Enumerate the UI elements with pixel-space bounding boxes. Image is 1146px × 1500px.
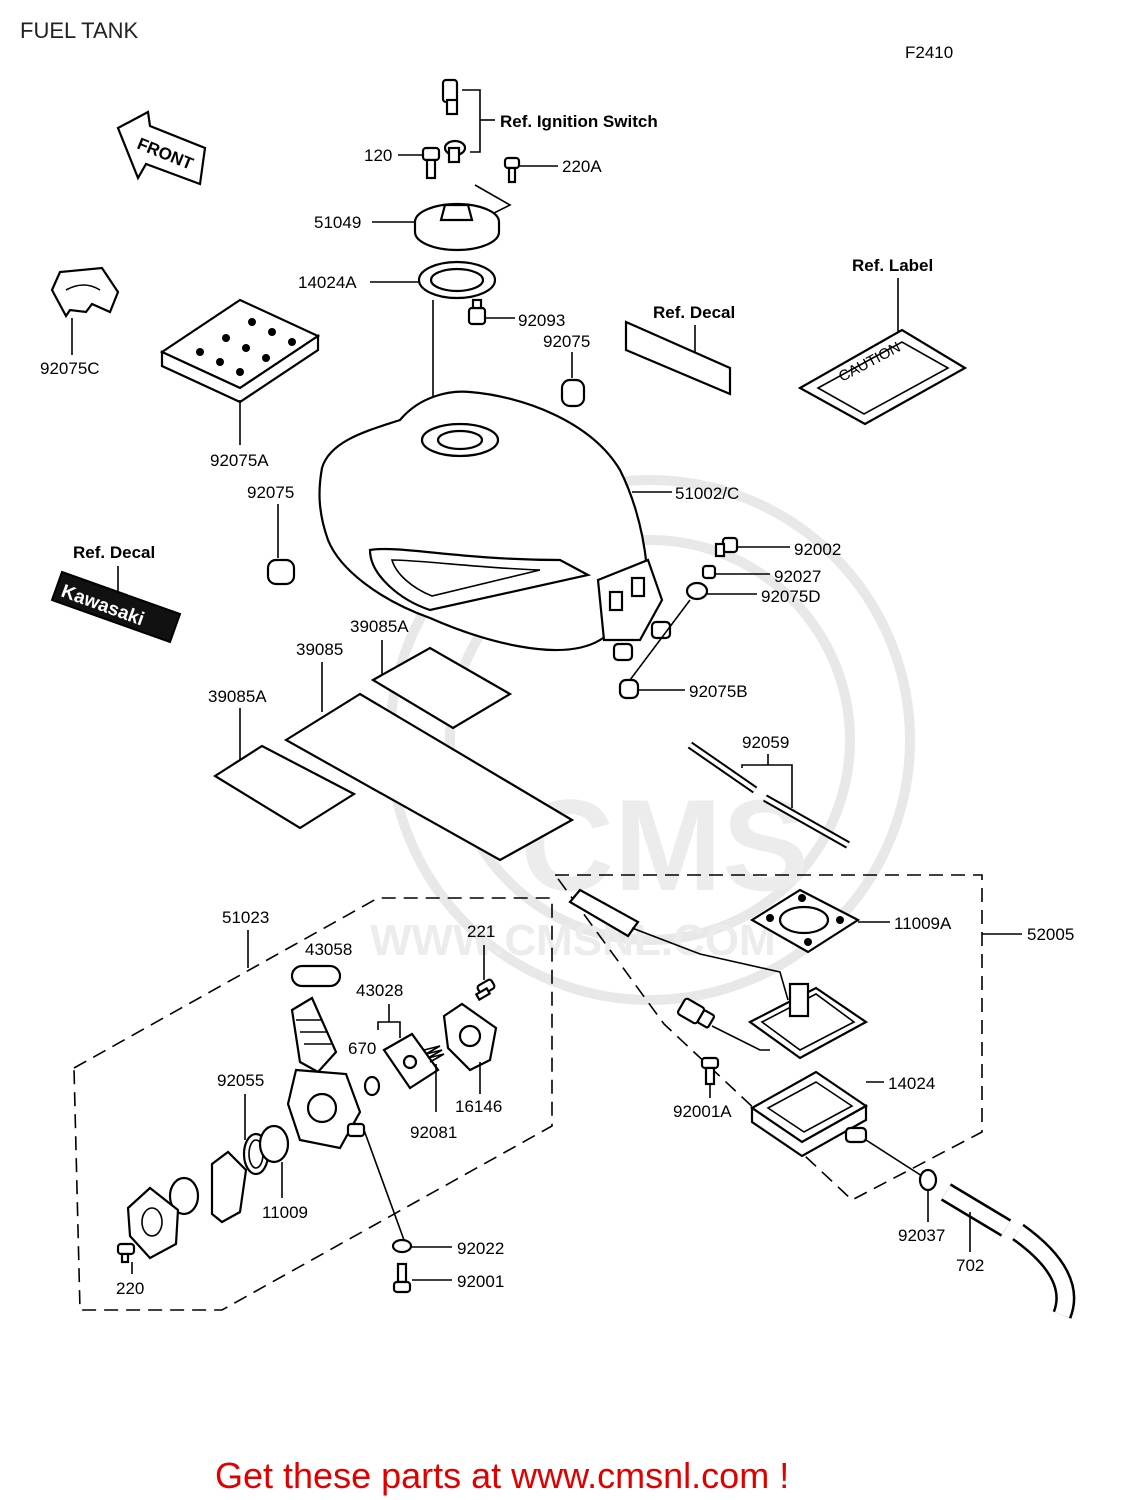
- label-92055: 92055: [217, 1071, 264, 1090]
- label-92075a: 92075A: [210, 451, 269, 470]
- pad-39085: [283, 692, 575, 862]
- bolt-92001a: [700, 1056, 720, 1086]
- label-92001: 92001: [457, 1272, 504, 1291]
- label-11009: 11009: [262, 1203, 308, 1222]
- bolt-92001: [392, 1262, 412, 1294]
- label-39085a-top: 39085A: [350, 617, 409, 636]
- decal-strip-top: [624, 320, 732, 396]
- label-92022: 92022: [457, 1239, 504, 1258]
- drain-92093: [467, 298, 487, 326]
- label-92081: 92081: [410, 1123, 457, 1142]
- diagram-code: F2410: [905, 43, 953, 62]
- connector: [676, 997, 770, 1051]
- ignition-key: [441, 78, 467, 164]
- label-92075-top: 92075: [543, 332, 590, 351]
- label-120: 120: [364, 146, 392, 165]
- label-92075b: 92075B: [689, 682, 748, 701]
- label-92002: 92002: [794, 540, 841, 559]
- hose-702: [940, 1183, 1076, 1319]
- label-92027: 92027: [774, 567, 821, 586]
- gasket-14024a: [417, 260, 497, 300]
- tube-92059: [687, 741, 850, 849]
- bolt-120: [421, 146, 441, 180]
- ref-decal-left-label: Ref. Decal: [73, 543, 155, 562]
- pad-92075a: [159, 298, 321, 404]
- ref-ignition-label: Ref. Ignition Switch: [500, 112, 658, 131]
- group-51023-boundary: [73, 897, 553, 1311]
- damper-92075b: [618, 678, 640, 700]
- label-14024a: 14024A: [298, 273, 357, 292]
- label-92093: 92093: [518, 311, 565, 330]
- cup-14024: [749, 1070, 869, 1158]
- label-92075c: 92075C: [40, 359, 100, 378]
- label-51002c: 51002/C: [675, 484, 739, 503]
- screw-220a: [503, 156, 521, 184]
- flange-11009a: [749, 888, 861, 954]
- sender-housing: [747, 982, 869, 1060]
- gasket-ring: [168, 1176, 200, 1216]
- collar-92027: [701, 564, 717, 580]
- fuel-cap-51049: [413, 202, 501, 252]
- label-221: 221: [467, 922, 495, 941]
- diaphragm-43028: [382, 1032, 440, 1090]
- pad-39085a-left: [212, 744, 357, 830]
- cover-16146: [442, 1002, 498, 1072]
- kawasaki-decal: Kawasaki: [50, 570, 182, 644]
- spring-92081: [423, 1045, 445, 1063]
- label-51023: 51023: [222, 908, 269, 927]
- watermark-url: WWW.CMSNL.COM: [370, 916, 776, 965]
- caution-label: CAUTION: [797, 328, 968, 426]
- fuel-tank-51002c: [318, 390, 672, 662]
- footer-cta[interactable]: Get these parts at www.cmsnl.com !: [215, 1455, 789, 1496]
- label-11009a: 11009A: [894, 914, 952, 933]
- damper-92075-left: [266, 558, 296, 586]
- ref-decal-top-label: Ref. Decal: [653, 303, 735, 322]
- label-43028: 43028: [356, 981, 403, 1000]
- screw-221: [474, 978, 496, 1002]
- label-52005: 52005: [1027, 925, 1074, 944]
- label-92059: 92059: [742, 733, 789, 752]
- bolt-92002: [714, 536, 739, 558]
- label-51049: 51049: [314, 213, 361, 232]
- front-arrow: FRONT: [116, 110, 207, 186]
- label-702: 702: [956, 1256, 984, 1275]
- label-43058: 43058: [305, 940, 352, 959]
- label-92075-left: 92075: [247, 483, 294, 502]
- ref-label-label: Ref. Label: [852, 256, 933, 275]
- watermark-brand: CMS: [520, 772, 809, 918]
- float-sender: [568, 888, 789, 1001]
- strainer-11009: [258, 1124, 290, 1164]
- label-39085: 39085: [296, 640, 343, 659]
- plate: [126, 1186, 180, 1260]
- label-670: 670: [348, 1039, 376, 1058]
- label-39085a-left: 39085A: [208, 687, 267, 706]
- clip-92037: [918, 1168, 938, 1192]
- label-92037: 92037: [898, 1226, 945, 1245]
- label-14024: 14024: [888, 1074, 935, 1093]
- page-title: FUEL TANK: [20, 18, 139, 43]
- cms-watermark: CMS WWW.CMSNL.COM: [370, 475, 915, 1005]
- damper-92075-top: [560, 378, 586, 408]
- lever: [210, 1150, 248, 1224]
- pad-39085a-top: [370, 646, 513, 730]
- damper-92075c: [50, 266, 120, 319]
- oring-43058: [290, 964, 342, 988]
- label-16146: 16146: [455, 1097, 502, 1116]
- screw-220: [116, 1242, 136, 1264]
- washer-92022: [391, 1238, 413, 1254]
- label-92001a: 92001A: [673, 1102, 732, 1121]
- label-220a: 220A: [562, 157, 602, 176]
- label-92075d: 92075D: [761, 587, 821, 606]
- label-220: 220: [116, 1279, 144, 1298]
- damper-92075d: [685, 581, 709, 601]
- oring-670: [363, 1075, 381, 1097]
- group-52005-boundary: [555, 874, 983, 1201]
- valve-body: [286, 996, 366, 1150]
